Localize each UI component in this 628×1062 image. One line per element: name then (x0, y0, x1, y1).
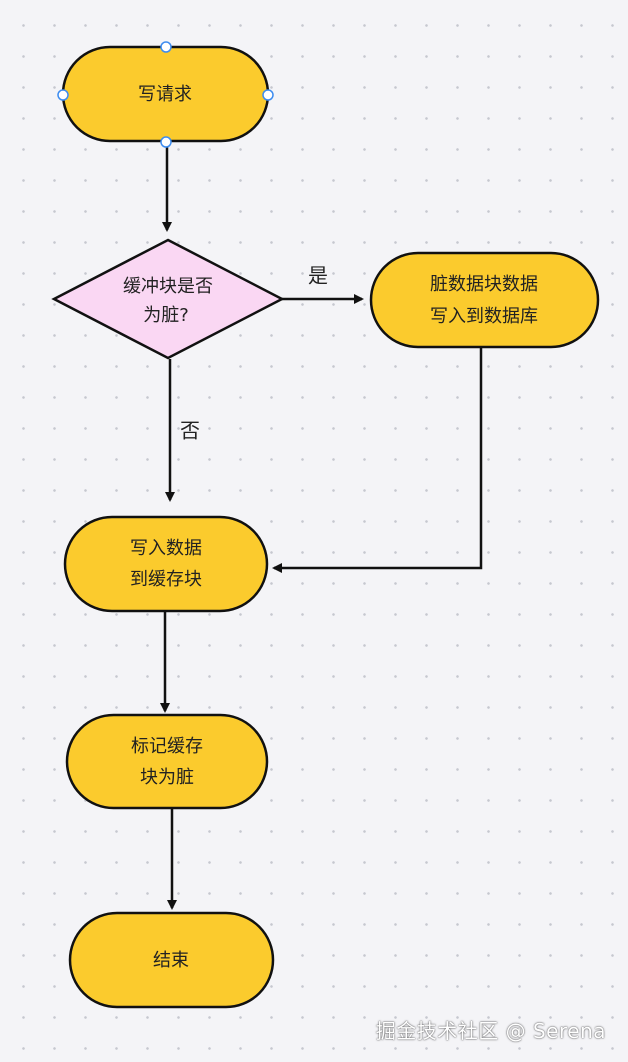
node-write-back-label-line2: 写入到数据库 (430, 306, 538, 327)
selection-handle-bottom[interactable] (160, 136, 172, 148)
node-start[interactable]: 写请求 (57, 41, 274, 148)
node-end[interactable]: 结束 (68, 911, 275, 1009)
node-write-cache-label-line1: 写入数据 (130, 538, 202, 559)
node-mark-dirty-label-line2: 块为脏 (140, 767, 194, 788)
node-write-back-label-line1: 脏数据块数据 (430, 274, 538, 295)
selection-handle-left[interactable] (57, 89, 69, 101)
node-start-label: 写请求 (138, 84, 192, 105)
watermark: 掘金技术社区 @ Serena (375, 1019, 606, 1043)
node-decision-label-line2: 为脏? (143, 305, 189, 326)
edge-label-yes: 是 (308, 264, 328, 288)
node-decision-label-line1: 缓冲块是否 (123, 276, 213, 297)
edge-label-no: 否 (180, 419, 200, 443)
node-write-back[interactable]: 脏数据块数据 写入到数据库 (369, 251, 600, 349)
node-write-cache-label-line2: 到缓存块 (130, 569, 202, 590)
node-mark-dirty-label-line1: 标记缓存 (131, 736, 203, 757)
node-end-label: 结束 (153, 950, 189, 971)
selection-handle-top[interactable] (160, 41, 172, 53)
selection-handle-right[interactable] (262, 89, 274, 101)
node-write-cache[interactable]: 写入数据 到缓存块 (63, 515, 269, 613)
node-mark-dirty[interactable]: 标记缓存 块为脏 (65, 713, 269, 810)
edge-writeback-to-writecache (272, 348, 483, 573)
node-decision[interactable]: 缓冲块是否 为脏? (51, 238, 285, 360)
